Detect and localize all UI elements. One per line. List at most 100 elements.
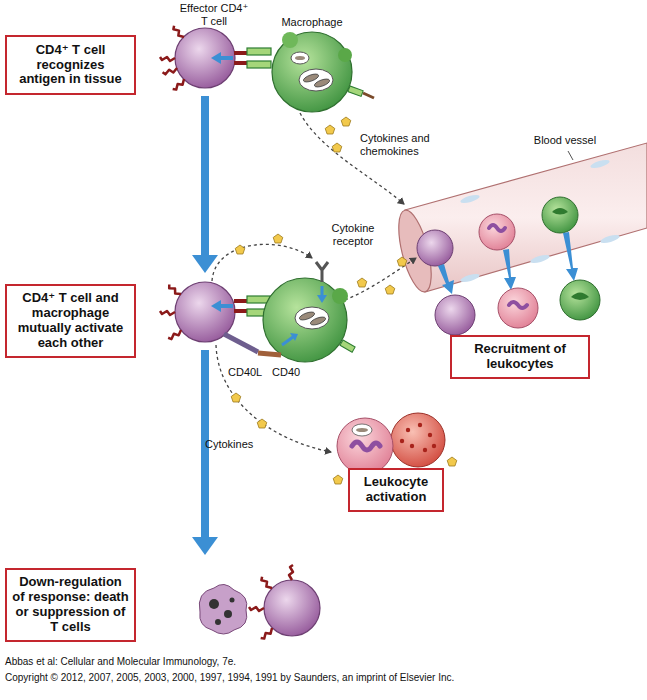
macrophage-part <box>348 86 363 96</box>
macrophage-part <box>321 286 324 296</box>
t-cell-part <box>259 577 272 590</box>
vessel-cells-part <box>417 230 453 266</box>
t-cell-part <box>234 309 247 313</box>
box-text: CD4⁺ T cell and macrophage mutually acti… <box>12 291 129 351</box>
t-cell-part <box>160 57 175 61</box>
recruited-cells-part <box>571 293 589 301</box>
activated-leukocytes-part <box>423 448 427 452</box>
apoptotic-t-cell <box>199 584 247 634</box>
blood-vessel-part <box>590 158 611 169</box>
part-label: Cytokines and chemokines <box>360 132 442 158</box>
blood-vessel-part <box>460 193 481 204</box>
cytokine-dot-part <box>332 143 342 152</box>
vessel-cells-part <box>489 225 505 231</box>
part-label: Cytokines <box>205 438 265 451</box>
vessel-cells-part <box>542 197 578 233</box>
macrophage-part <box>309 315 326 326</box>
activated-leukocytes-part <box>356 428 368 432</box>
macrophage-part <box>258 353 281 355</box>
activated-leukocytes-part <box>352 442 380 450</box>
macrophage-part <box>332 288 348 304</box>
macrophage-part <box>338 48 352 62</box>
macrophage-part <box>263 278 347 362</box>
vessel-cells <box>417 197 578 266</box>
recruited-cells-part <box>498 288 538 328</box>
leader-line <box>568 151 573 160</box>
activated-leukocytes-part <box>391 413 445 467</box>
cytokine-dot-part <box>257 419 267 428</box>
t-cell-part <box>249 607 264 611</box>
cytokine-dot-part <box>231 393 241 402</box>
credit-line: Copyright © 2012, 2007, 2005, 2003, 2000… <box>5 672 645 684</box>
stage-box: CD4⁺ T cell and macrophage mutually acti… <box>5 284 136 358</box>
apoptotic-t-cell-part <box>199 584 247 634</box>
recruitment-arrow <box>438 232 578 294</box>
part-label: CD40L <box>228 366 268 379</box>
macrophage-part <box>295 56 305 60</box>
blood-vessel-part <box>530 253 551 264</box>
part-label: CD40 <box>272 366 306 379</box>
box-text: Leukocyte activation <box>355 475 437 505</box>
blood-vessel-part <box>600 233 621 244</box>
cytokine-flow <box>212 113 416 452</box>
recruitment-arrow-part <box>563 232 578 281</box>
stage-arrow-part <box>201 96 209 256</box>
recruited-cells-part <box>435 295 475 335</box>
macrophage-part <box>282 337 293 345</box>
macrophage-part <box>282 32 298 48</box>
vessel-cells-part <box>479 214 515 250</box>
cytokine-flow-part <box>212 244 312 281</box>
activated-leukocytes-part <box>418 423 422 427</box>
cytokine-dot-part <box>341 117 351 126</box>
apoptotic-t-cell-part <box>230 598 235 603</box>
t-cell-part <box>261 627 274 640</box>
recruitment-arrow-part <box>503 249 516 290</box>
stage-box: Down-regulation of response: death or su… <box>5 568 136 642</box>
t-cell-part <box>211 52 221 64</box>
t-cell-part <box>234 61 247 65</box>
activated-leukocytes-part <box>406 428 410 432</box>
t-cell-part <box>224 334 258 352</box>
cytokine-dot-part <box>357 278 367 287</box>
macrophage-part <box>247 48 271 55</box>
t-cell-part <box>171 26 184 39</box>
macrophage-part <box>295 307 329 329</box>
t-cell-part <box>173 78 186 91</box>
part-label: Cytokine receptor <box>318 222 388 248</box>
activated-leukocytes <box>337 413 445 474</box>
apoptotic-t-cell-part <box>215 619 221 625</box>
cytokine-dot-part <box>447 457 457 466</box>
activated-leukocytes-part <box>428 433 432 437</box>
t-cell-part <box>289 565 293 580</box>
cytokine-dot-part <box>333 475 343 484</box>
stage-arrow-part <box>192 537 218 555</box>
activated-leukocytes-part <box>410 444 414 448</box>
activated-leukocytes-part <box>400 439 404 443</box>
t-cell-part <box>220 56 233 60</box>
macrophage-part <box>291 52 309 64</box>
t-cell <box>249 565 320 641</box>
cytokine-flow-part <box>300 113 404 204</box>
apoptotic-t-cell-part <box>224 610 232 618</box>
cytokine-dot-part <box>235 245 245 254</box>
recruitment-arrow-part <box>438 264 454 294</box>
macrophage-part <box>272 32 352 112</box>
t-cell <box>160 282 258 352</box>
macrophage-part <box>363 93 374 98</box>
stage-arrow <box>192 96 218 273</box>
apoptotic-t-cell-part <box>209 599 219 609</box>
part-label: Blood vessel <box>525 134 605 147</box>
box-text: Down-regulation of response: death or su… <box>12 575 129 635</box>
t-cell-part <box>167 285 182 297</box>
stage-box: Recruitment of leukocytes <box>450 335 590 379</box>
t-cell-part <box>211 300 221 312</box>
macrophage-part <box>316 262 328 282</box>
recruited-cells-part <box>560 280 600 320</box>
t-cell-part <box>234 299 247 303</box>
t-cell <box>160 26 247 92</box>
vessel-cells-part <box>552 208 568 215</box>
box-text: CD4⁺ T cell recognizes antigen in tissue <box>12 43 129 88</box>
cytokine-flow-part <box>345 258 416 300</box>
activated-leukocytes-part <box>337 418 393 474</box>
